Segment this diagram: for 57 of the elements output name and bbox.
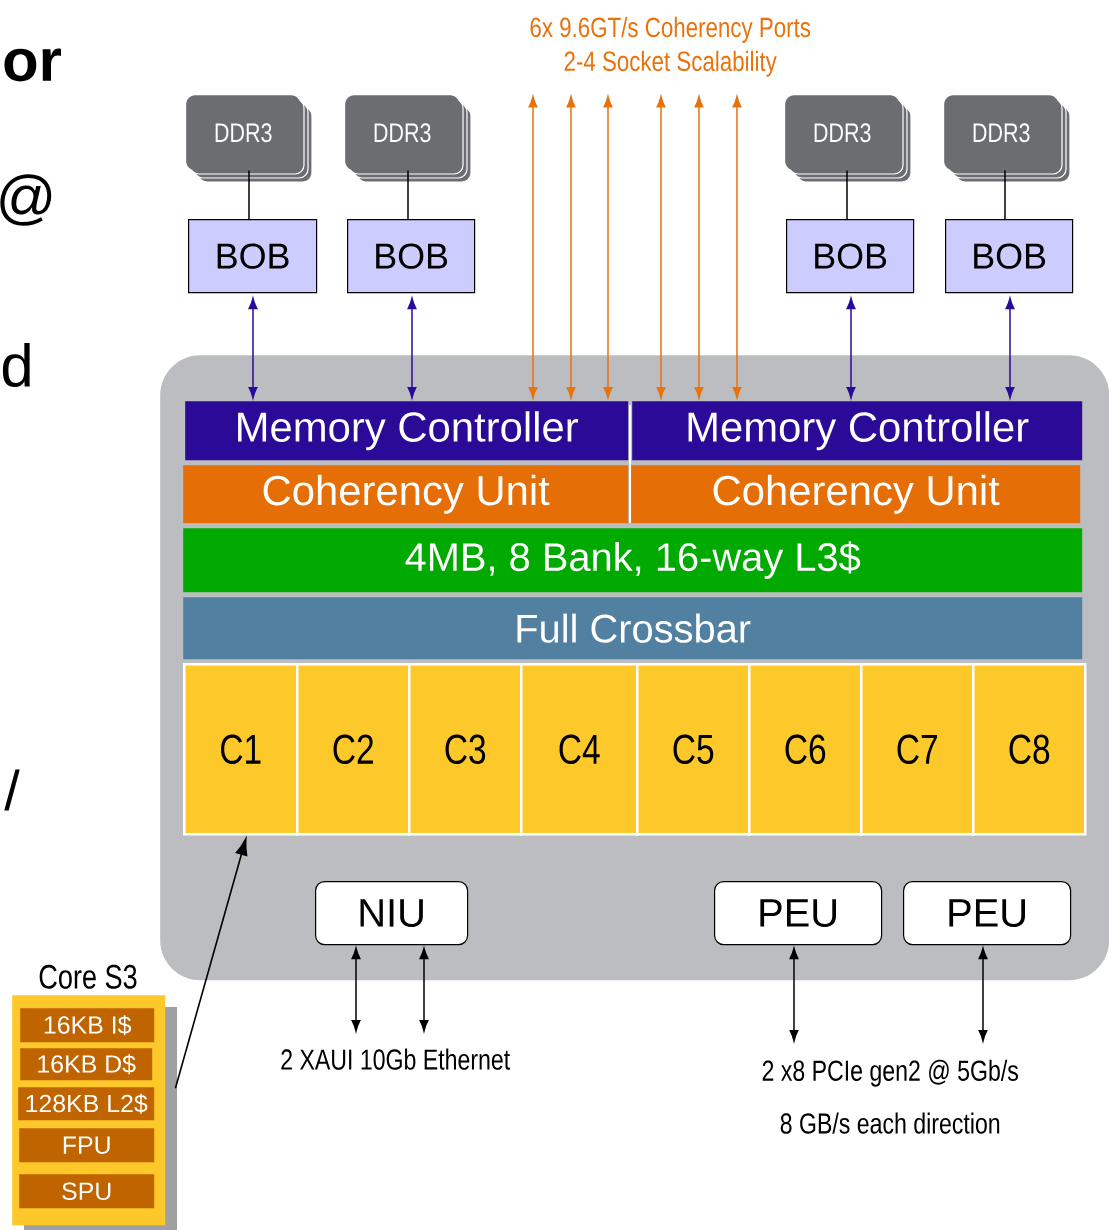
core-cell: C3: [408, 663, 523, 836]
arrow: [407, 297, 417, 399]
unit-box: PEU: [714, 881, 883, 946]
crossbar-bar: Full Crossbar: [183, 597, 1083, 660]
memory-module: DDR3: [345, 95, 472, 183]
memory-module: DDR3: [944, 95, 1071, 183]
arrow: [566, 95, 576, 399]
core-cell: C5: [636, 663, 751, 836]
connector-line: [1004, 169, 1006, 220]
arrow: [603, 95, 613, 399]
port-caption: 2 XAUI 10Gb Ethernet: [281, 1048, 510, 1070]
cache-bar: 4MB, 8 Bank, 16-way L3$: [183, 528, 1083, 593]
memory-module: DDR3: [785, 95, 912, 183]
text-fragment: /: [4, 769, 20, 811]
cache-block: SPU: [19, 1174, 155, 1209]
unit-box: PEU: [903, 881, 1072, 946]
core-cell: C6: [748, 663, 863, 836]
core-cell: C8: [972, 663, 1087, 836]
connector-line: [846, 169, 848, 220]
arrow: [694, 95, 704, 399]
connector-line: [407, 169, 409, 220]
text-fragment: or: [4, 48, 61, 82]
core-cell: C7: [860, 663, 975, 836]
bridge-box: BOB: [786, 219, 915, 294]
leader-arrow: [174, 838, 248, 1089]
core-cell: C1: [183, 663, 299, 836]
arrow: [789, 947, 799, 1042]
arrow: [1005, 297, 1015, 399]
arrow: [656, 95, 666, 399]
bridge-box: BOB: [347, 219, 476, 294]
connector-line: [248, 169, 250, 220]
arrow: [351, 947, 361, 1032]
coherency-bar: Coherency Unit: [631, 465, 1081, 524]
core-cell: C4: [520, 663, 639, 836]
arrow: [732, 95, 742, 399]
cache-block: 128KB L2$: [18, 1087, 155, 1121]
text-fragment: @: [0, 174, 52, 226]
memory-module: DDR3: [186, 95, 313, 183]
node-label: Core S3: [39, 964, 137, 989]
cache-block: 16KB D$: [20, 1048, 153, 1081]
coherency-bar: Coherency Unit: [183, 465, 629, 524]
controller-bar: Memory Controller: [185, 401, 629, 461]
bridge-box: BOB: [945, 219, 1074, 294]
controller-bar: Memory Controller: [632, 401, 1083, 461]
arrow: [248, 297, 258, 399]
cache-block: 16KB I$: [20, 1008, 155, 1043]
arrow: [419, 947, 429, 1032]
port-caption: 2 x8 PCIe gen2 @ 5Gb/s 8 GB/s each direction: [762, 1059, 1018, 1134]
arrow: [978, 947, 988, 1042]
text-fragment: d: [2, 343, 30, 387]
port-caption: 6x 9.6GT/s Coherency Ports 2-4 Socket Scalability: [530, 16, 811, 77]
bridge-box: BOB: [188, 219, 318, 294]
arrow: [846, 297, 856, 399]
core-cell: C2: [296, 663, 411, 836]
cache-block: FPU: [19, 1128, 155, 1163]
unit-box: NIU: [315, 881, 469, 946]
arrow: [528, 95, 538, 399]
